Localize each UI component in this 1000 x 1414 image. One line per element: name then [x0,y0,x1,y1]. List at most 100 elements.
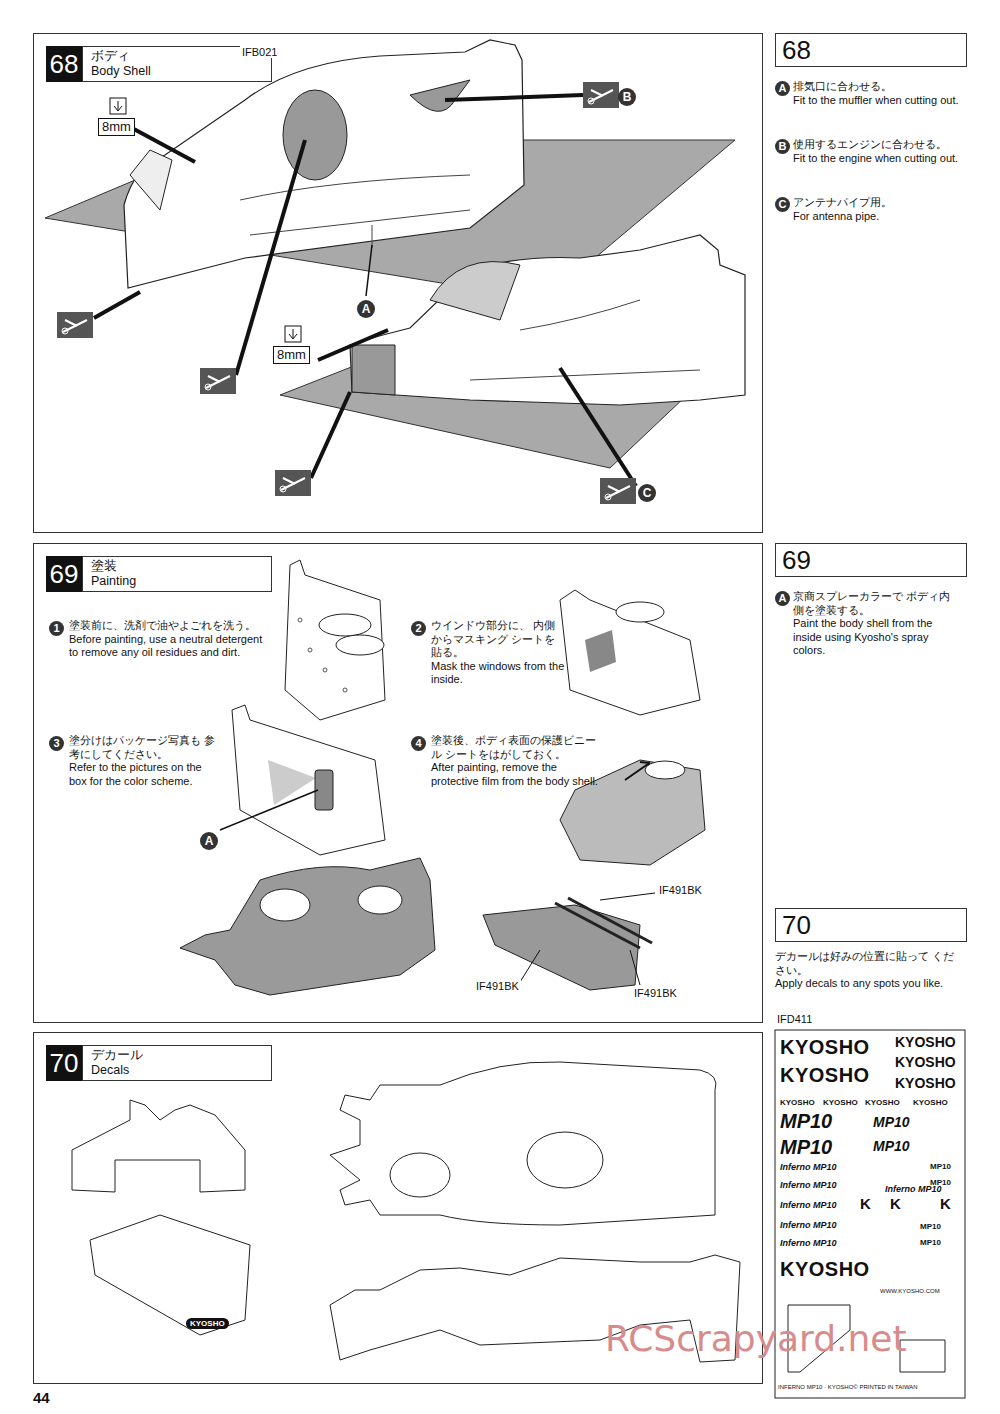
part-label: IFB021 [240,46,279,58]
decal: KYOSHO [895,1075,956,1091]
note-panel: 69A京商スプレーカラーで ボディ内側を塗装する。Paint the body … [775,543,967,673]
step-number: 69 [46,556,82,592]
callout-letter: 2 [411,621,426,636]
part-label: KYOSHO [186,1318,229,1329]
step-number: 68 [46,46,82,82]
part-label: IF491BK [657,884,704,896]
decal: WWW.KYOSHO.COM [880,1288,940,1295]
text: 1 [49,621,64,636]
text: 塗装 [91,559,263,574]
text-group: 70 [775,908,967,942]
text: デカールは好みの位置に貼って ください。 [775,950,965,977]
callout-letter: A [357,300,375,318]
decal: K [940,1196,951,1212]
part-label: 44 [33,1389,50,1406]
text: 塗装前に、洗剤で油やよごれを洗う。 [69,619,269,633]
text: Fit to the engine when cutting out. [793,152,965,166]
decal: MP10 [920,1238,941,1248]
text: 69 [46,556,82,592]
decal: KYOSHO [913,1098,948,1108]
text: デカール [91,1048,263,1063]
text-group: 京商スプレーカラーで ボディ内側を塗装する。Paint the body she… [793,590,953,658]
decal: MP10 [873,1114,910,1130]
text-group: 塗装前に、洗剤で油やよごれを洗う。Before painting, use a … [69,619,269,660]
decal: KYOSHO [780,1064,870,1086]
decal: Inferno MP10 [780,1220,837,1231]
decal: Inferno MP10 [780,1238,837,1249]
step-panel: 69塗装Painting 1 塗装前に、洗剤で油やよごれを洗う。Before pai… [33,543,763,1023]
decal: KYOSHO [780,1258,870,1280]
callout-letter: C [775,197,790,212]
text-group: アンテナパイプ用。For antenna pipe. [793,196,965,223]
text: 京商スプレーカラーで ボディ内側を塗装する。 [793,590,953,617]
text: アンテナパイプ用。 [793,196,965,210]
text-group: 塗装Painting [82,556,272,592]
text-group: 使用するエンジンに合わせる。Fit to the engine when cut… [793,138,965,165]
text: Paint the body shell from the inside usi… [793,617,953,658]
decal: KYOSHO [780,1098,815,1108]
text: ボディ [91,49,263,64]
text: After painting, remove the protective fi… [431,761,601,788]
decal: MP10 [930,1162,951,1172]
text-group: 塗分けはパッケージ写真も 参考にしてください。Refer to the pict… [69,734,219,788]
decal: KYOSHO [895,1034,956,1050]
callout-letter: A [775,81,790,96]
note-panel: 70 デカールは好みの位置に貼って ください。Apply decals to an… [775,908,967,998]
part-label: IF491BK [632,987,679,999]
decal: Inferno MP10 [780,1180,837,1191]
callout-letter: 4 [411,736,426,751]
text: A [775,591,790,606]
callout-letter: 3 [49,736,64,751]
part-label: IF491BK [474,980,521,992]
callout-letter: C [638,484,656,502]
decal: Inferno MP10 [885,1184,942,1195]
text: 3 [49,736,64,751]
text: 2 [411,621,426,636]
decal: K [860,1196,871,1212]
text: 塗分けはパッケージ写真も 参考にしてください。 [69,734,219,761]
part-label: 8mm [273,346,310,364]
text-group: 69 [775,543,967,577]
text: Refer to the pictures on the box for the… [69,761,219,788]
decal: K [890,1196,901,1212]
part-label: RCScrapyard.net [605,1318,907,1359]
text-group: デカールは好みの位置に貼って ください。Apply decals to any … [775,950,965,991]
text: 68 [782,34,960,66]
decal: Inferno MP10 [780,1200,837,1211]
text: Decals [91,1063,263,1078]
text-group: デカールDecals [82,1045,272,1081]
step-panel: 68 ボディBody Shell [33,33,763,533]
step-number: 70 [46,1045,82,1081]
text: 塗装後、ボディ表面の保護ビニール シートをはがしておく。 [431,734,601,761]
decal: MP10 [920,1222,941,1232]
text: Mask the windows from the inside. [431,660,566,687]
decal: MP10 [780,1136,832,1158]
note-panel: 68A排気口に合わせる。Fit to the muffler when cutt… [775,33,967,243]
text: 使用するエンジンに合わせる。 [793,138,965,152]
text: 70 [46,1045,82,1081]
decal: KYOSHO [823,1098,858,1108]
part-label: IFD411 [775,1013,814,1025]
text-group: 排気口に合わせる。Fit to the muffler when cutting… [793,80,965,107]
callout-letter: B [618,88,636,106]
text-group: ウインドウ部分に、 内側からマスキング シートを貼る。Mask the wind… [431,619,566,687]
text: 排気口に合わせる。 [793,80,965,94]
text: A [775,81,790,96]
text: 4 [411,736,426,751]
text-group: 68 [775,33,967,67]
text: Body Shell [91,64,263,79]
callout-letter: B [775,139,790,154]
text: Before painting, use a neutral detergent… [69,633,269,660]
text: B [775,139,790,154]
decal: MP10 [873,1138,910,1154]
text: 69 [782,544,960,576]
part-label: 8mm [98,118,135,136]
decal: INFERNO MP10 · KYOSHO© PRINTED IN TAIWAN [778,1384,918,1391]
decal: MP10 [780,1110,832,1132]
text: Fit to the muffler when cutting out. [793,94,965,108]
decal: KYOSHO [780,1036,870,1058]
text: Apply decals to any spots you like. [775,977,965,991]
text: ウインドウ部分に、 内側からマスキング シートを貼る。 [431,619,566,660]
callout-letter: A [200,832,218,850]
text: C [775,197,790,212]
